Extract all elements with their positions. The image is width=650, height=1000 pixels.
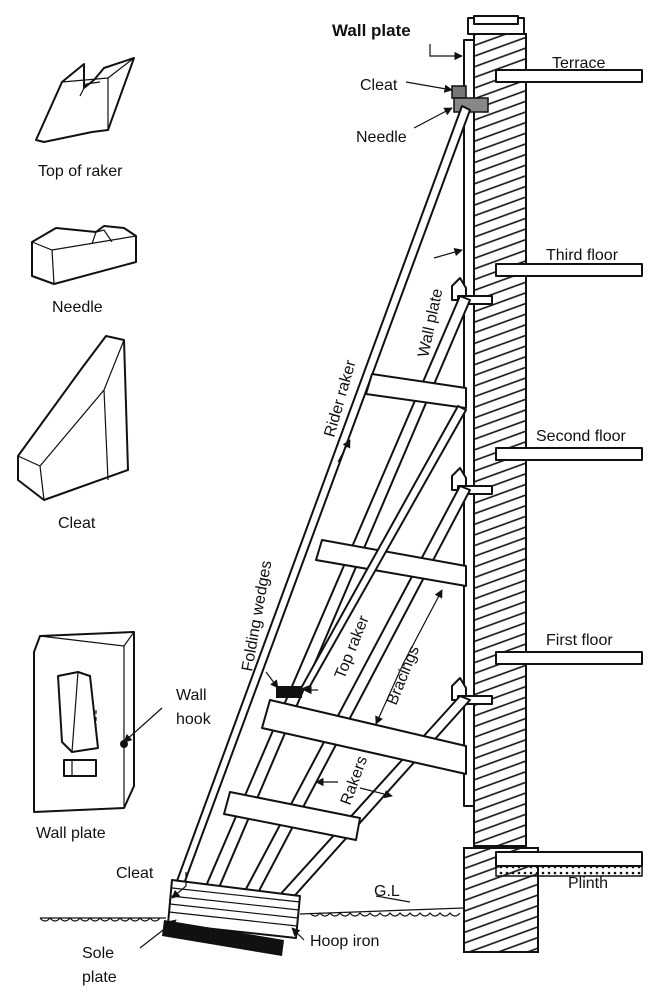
ground-line	[39, 907, 465, 922]
label-second-floor: Second floor	[536, 428, 627, 445]
label-wall-plate-detail: Wall plate	[36, 825, 106, 842]
masonry-wall	[463, 15, 643, 953]
label-first-floor: First floor	[546, 632, 613, 649]
label-cleat-top: Cleat	[360, 77, 398, 94]
leader-lines	[123, 44, 463, 949]
bracings	[223, 373, 467, 841]
label-wall-hook-2: hook	[176, 711, 212, 728]
rakers	[169, 105, 471, 913]
label-cleat-bottom: Cleat	[116, 865, 154, 882]
top-of-raker-sketch	[35, 57, 135, 143]
label-folding-wedges: Folding wedges	[239, 559, 275, 672]
label-terrace: Terrace	[552, 55, 605, 72]
floor-slabs	[495, 69, 643, 665]
label-cleat-detail: Cleat	[58, 515, 96, 532]
label-needle-top: Needle	[356, 129, 407, 146]
cleat-sketch	[17, 335, 129, 501]
label-bracings: Bracings	[384, 643, 423, 707]
label-wall-plate-top: Wall plate	[332, 21, 411, 40]
label-wall-hook-1: Wall	[176, 687, 207, 704]
label-sole-plate-2: plate	[82, 969, 117, 986]
vertical-wall-plate	[463, 39, 475, 807]
wall-plate-detail-sketch	[33, 631, 135, 813]
label-gl: G.L	[374, 883, 400, 900]
label-sole-plate-1: Sole	[82, 945, 114, 962]
label-needle-detail: Needle	[52, 299, 103, 316]
label-plinth: Plinth	[568, 875, 608, 892]
label-top-of-raker: Top of raker	[38, 163, 123, 180]
sole-plate-assembly	[162, 686, 302, 956]
label-third-floor: Third floor	[546, 247, 619, 264]
needle-sketch	[31, 225, 137, 285]
label-hoop-iron: Hoop iron	[310, 933, 379, 950]
